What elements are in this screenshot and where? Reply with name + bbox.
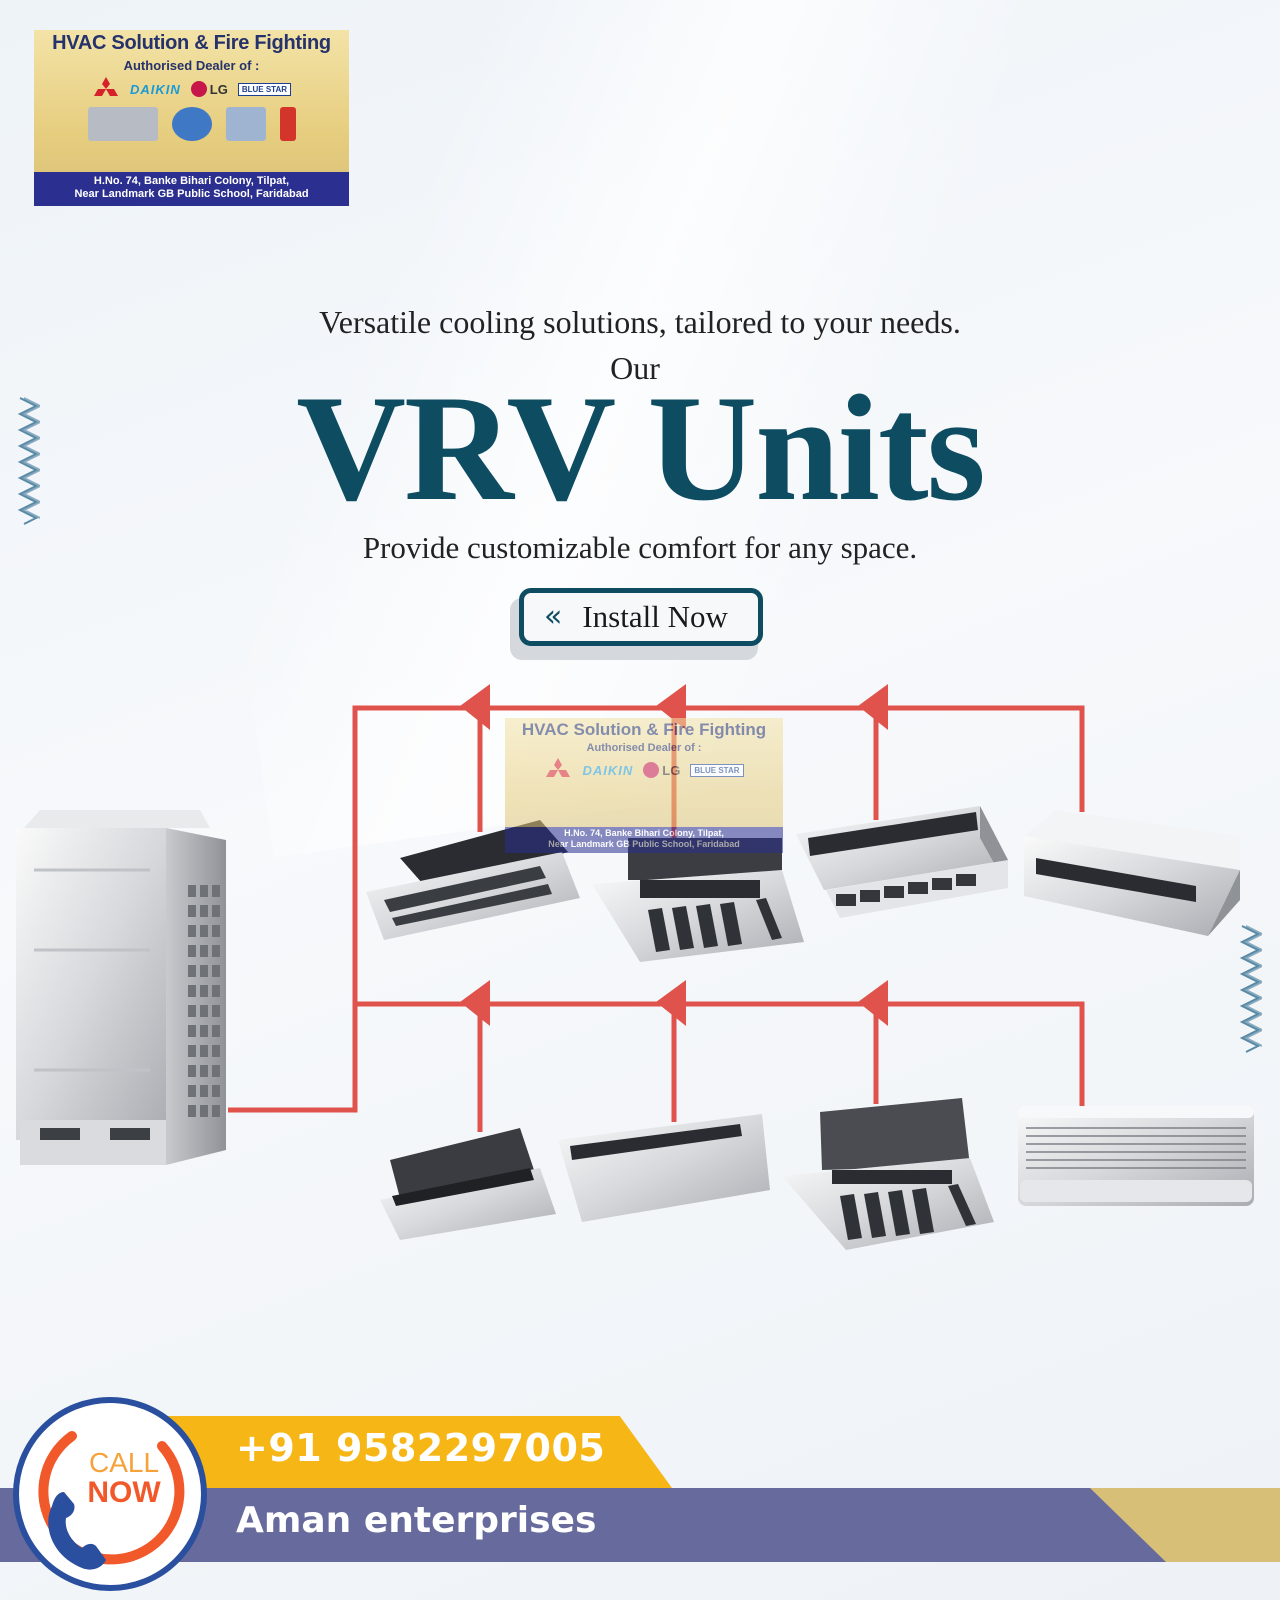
- brand-daikin: DAIKIN: [129, 81, 181, 97]
- outdoor-vrv-unit-icon: [16, 810, 226, 1165]
- signboard-products: [34, 107, 349, 141]
- company-name: Aman enterprises: [236, 1500, 597, 1541]
- lg-logo-icon: [643, 762, 660, 778]
- indoor-cassette-unit-icon: [592, 838, 804, 962]
- now-label: NOW: [87, 1476, 161, 1509]
- signboard-title: HVAC Solution & Fire Fighting: [52, 32, 331, 54]
- indoor-cassette-unit-icon: [380, 1128, 556, 1240]
- signboard-brands: DAIKIN LG BLUE STAR: [34, 77, 349, 101]
- flow-arrows: [460, 684, 888, 1026]
- brand-bluestar: BLUE STAR: [690, 763, 744, 777]
- flow-arrow-icon: [460, 684, 490, 730]
- dealer-signboard: HVAC Solution & Fire Fighting Authorised…: [34, 30, 349, 206]
- signboard-subtitle: Authorised Dealer of :: [586, 742, 702, 754]
- mitsubishi-logo-icon: [93, 77, 118, 96]
- double-chevron-left-icon: «: [544, 599, 563, 634]
- call-now-badge[interactable]: CALL NOW: [12, 1396, 212, 1592]
- mitsubishi-logo-icon: [546, 758, 571, 777]
- zigzag-left-decoration-icon: [17, 397, 40, 525]
- signboard-address: H.No. 74, Banke Bihari Colony, Tilpat, N…: [505, 827, 783, 853]
- install-now-label: Install Now: [582, 599, 728, 634]
- lg-logo-icon: [190, 81, 207, 97]
- footer-phone-banner: [150, 1416, 672, 1488]
- dealer-signboard-watermark: HVAC Solution & Fire Fighting Authorised…: [505, 718, 783, 853]
- signboard-subtitle: Authorised Dealer of :: [123, 58, 260, 73]
- brand-lg: LG: [643, 762, 680, 778]
- hero-subtitle: Provide customizable comfort for any spa…: [362, 530, 918, 565]
- phone-handset-icon: [48, 1492, 106, 1570]
- flow-arrow-icon: [858, 684, 888, 730]
- vrv-system-diagram: [16, 684, 1254, 1250]
- zigzag-right-decoration-icon: [1239, 925, 1262, 1053]
- brand-bluestar: BLUE STAR: [237, 82, 292, 96]
- flow-arrow-icon: [460, 980, 490, 1026]
- call-label: CALL: [89, 1447, 159, 1478]
- product-unit-icon: [225, 107, 266, 141]
- flow-arrow-icon: [656, 980, 686, 1026]
- indoor-ceiling-unit-icon: [796, 806, 1008, 918]
- install-now-button[interactable]: « Install Now: [519, 588, 763, 646]
- signboard-address: H.No. 74, Banke Bihari Colony, Tilpat, N…: [34, 172, 349, 206]
- hero-title: VRV Units: [296, 364, 986, 532]
- hero-our: Our: [610, 350, 660, 386]
- indoor-wall-split-unit-icon: [1018, 1106, 1254, 1206]
- product-duct-icon: [87, 107, 158, 141]
- indoor-ceiling-unit-icon: [558, 1114, 770, 1222]
- hero-tagline: Versatile cooling solutions, tailored to…: [319, 304, 961, 340]
- signboard-title: HVAC Solution & Fire Fighting: [521, 720, 767, 739]
- brand-lg: LG: [190, 81, 228, 97]
- signboard-brands: DAIKIN LG BLUE STAR: [505, 758, 783, 782]
- indoor-ducted-unit-icon: [1024, 810, 1240, 936]
- fire-extinguisher-icon: [279, 107, 296, 141]
- flow-arrow-icon: [858, 980, 888, 1026]
- phone-number[interactable]: +91 9582297005: [236, 1426, 606, 1470]
- indoor-cassette-unit-icon: [782, 1098, 994, 1250]
- product-fan-icon: [171, 107, 212, 141]
- brand-daikin: DAIKIN: [582, 762, 634, 778]
